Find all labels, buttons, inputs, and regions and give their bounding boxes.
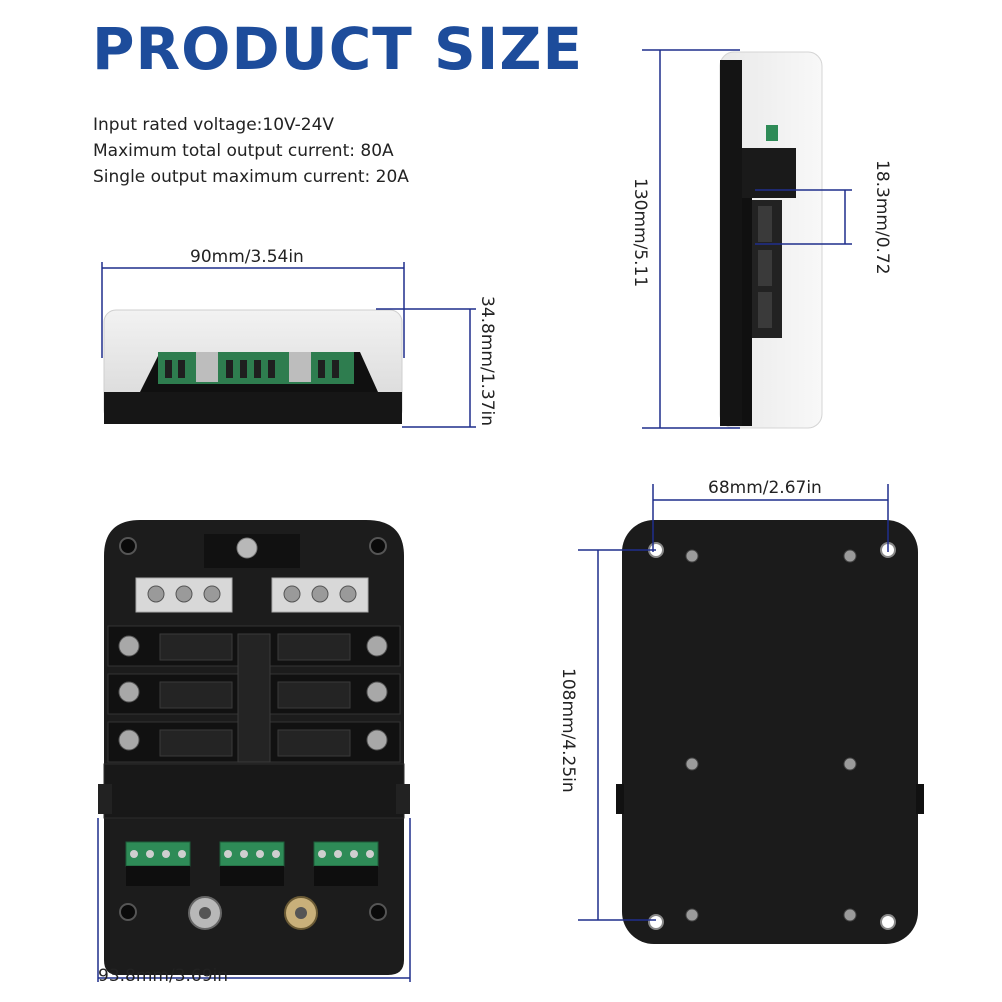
front-width-label: 90mm/3.54in xyxy=(190,247,304,267)
top-view xyxy=(98,520,410,975)
side-view xyxy=(719,51,823,429)
top-width-label: 93.8mm/3.69in xyxy=(98,966,229,986)
back-view xyxy=(616,520,924,944)
dim-side-height xyxy=(642,49,740,429)
spec-single-current: Single output maximum current: 20A xyxy=(93,167,409,187)
spec-total-current: Maximum total output current: 80A xyxy=(93,141,394,161)
dim-back-width xyxy=(652,484,889,552)
side-terminal-label: 18.3mm/0.72 xyxy=(872,160,892,275)
spec-voltage: Input rated voltage:10V-24V xyxy=(93,115,335,135)
dim-back-height xyxy=(578,549,656,921)
dim-front-width xyxy=(101,262,405,358)
spec-list: Input rated voltage:10V-24V Maximum tota… xyxy=(93,112,409,190)
dim-front-height xyxy=(376,308,476,428)
back-width-label: 68mm/2.67in xyxy=(708,478,822,498)
back-height-label: 108mm/4.25in xyxy=(558,668,578,793)
front-view xyxy=(103,309,403,424)
front-height-label: 34.8mm/1.37in xyxy=(477,296,497,427)
dim-side-terminal xyxy=(755,189,852,245)
side-height-label: 130mm/5.11 xyxy=(630,178,650,288)
page-title: PRODUCT SIZE xyxy=(92,15,584,83)
dim-top-width xyxy=(97,818,411,982)
